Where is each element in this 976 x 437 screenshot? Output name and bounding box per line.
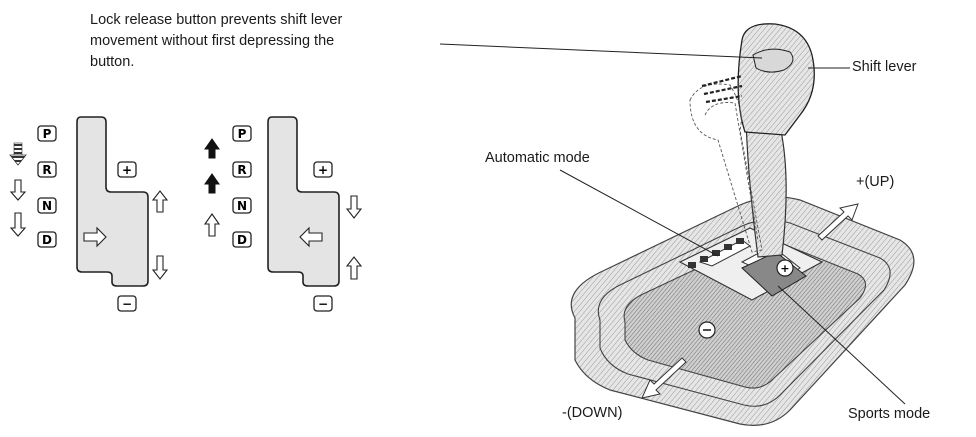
- right-arrow-icon: [83, 226, 107, 248]
- ghost-lever: [704, 102, 759, 241]
- leader-lines: [439, 43, 906, 405]
- ghost-lever: [689, 83, 763, 253]
- console-ring-2: [623, 240, 867, 389]
- gate-left-slot: [76, 116, 149, 287]
- gear-d-box: D: [232, 231, 252, 248]
- up-direction-arrow-icon: [817, 203, 859, 241]
- gear-indicator-lights: [688, 238, 744, 268]
- plus-box: +: [313, 161, 333, 178]
- lock-release-button: [752, 48, 794, 73]
- svg-text:D: D: [237, 233, 247, 247]
- plus-circle-icon: [776, 259, 794, 277]
- label-sports-mode: Sports mode: [848, 406, 931, 422]
- console-ring-1: [597, 219, 891, 407]
- down-arrow-icon: [345, 195, 363, 219]
- svg-text:−: −: [122, 297, 132, 311]
- gear-n-box: N: [232, 197, 252, 214]
- label-up: +(UP): [856, 174, 895, 190]
- gear-r-label: R: [42, 163, 51, 177]
- gear-n-label: N: [42, 199, 52, 213]
- gear-p-label: P: [43, 127, 52, 141]
- gate-right: P R N D + −: [203, 116, 363, 312]
- gear-d-label: D: [42, 233, 52, 247]
- caption-line-3: button.: [90, 54, 135, 70]
- leader-sports-mode: [777, 285, 906, 405]
- gear-p-box: P: [37, 125, 57, 142]
- shifter-illustration: +: [570, 23, 915, 426]
- gear-r-box: R: [232, 161, 252, 178]
- svg-text:R: R: [237, 163, 246, 177]
- svg-text:+: +: [780, 262, 789, 275]
- minus-box: −: [313, 295, 333, 312]
- gate-left: P R N D + −: [9, 116, 169, 312]
- shift-knob: [737, 23, 815, 136]
- filled-up-arrow-icon: [204, 173, 220, 194]
- hatched-arrow-icon: [9, 142, 27, 166]
- up-arrow-icon: [203, 213, 221, 237]
- gear-n-box: N: [37, 197, 57, 214]
- label-down: -(DOWN): [562, 405, 623, 421]
- down-arrow-icon: [9, 179, 27, 201]
- shift-lever-shaft: [745, 117, 787, 258]
- svg-text:−: −: [318, 297, 328, 311]
- filled-up-arrow-icon: [204, 138, 220, 159]
- up-arrow-icon: [345, 256, 363, 280]
- leader-lock-release: [439, 43, 763, 59]
- gear-r-box: R: [37, 161, 57, 178]
- leader-automatic-mode: [559, 169, 719, 257]
- label-shift-lever: Shift lever: [852, 59, 917, 75]
- svg-text:N: N: [237, 199, 247, 213]
- gear-d-box: D: [37, 231, 57, 248]
- gear-p-box: P: [232, 125, 252, 142]
- caption-line-2: movement without first depressing the: [90, 33, 335, 49]
- svg-text:P: P: [238, 127, 247, 141]
- gate-right-slot: [267, 116, 340, 287]
- minus-box: −: [117, 295, 137, 312]
- plus-box: +: [117, 161, 137, 178]
- down-arrow-icon: [9, 212, 27, 237]
- svg-text:+: +: [318, 163, 328, 177]
- left-arrow-icon: [299, 226, 323, 248]
- svg-text:+: +: [122, 163, 132, 177]
- down-arrow-icon: [151, 255, 169, 280]
- up-arrow-icon: [151, 190, 169, 213]
- down-direction-arrow-icon: [641, 357, 687, 399]
- label-automatic-mode: Automatic mode: [485, 150, 590, 166]
- push-indicator-icon: [701, 74, 743, 104]
- caption-line-1: Lock release button prevents shift lever: [90, 12, 343, 28]
- sports-mode-gate: [741, 251, 807, 297]
